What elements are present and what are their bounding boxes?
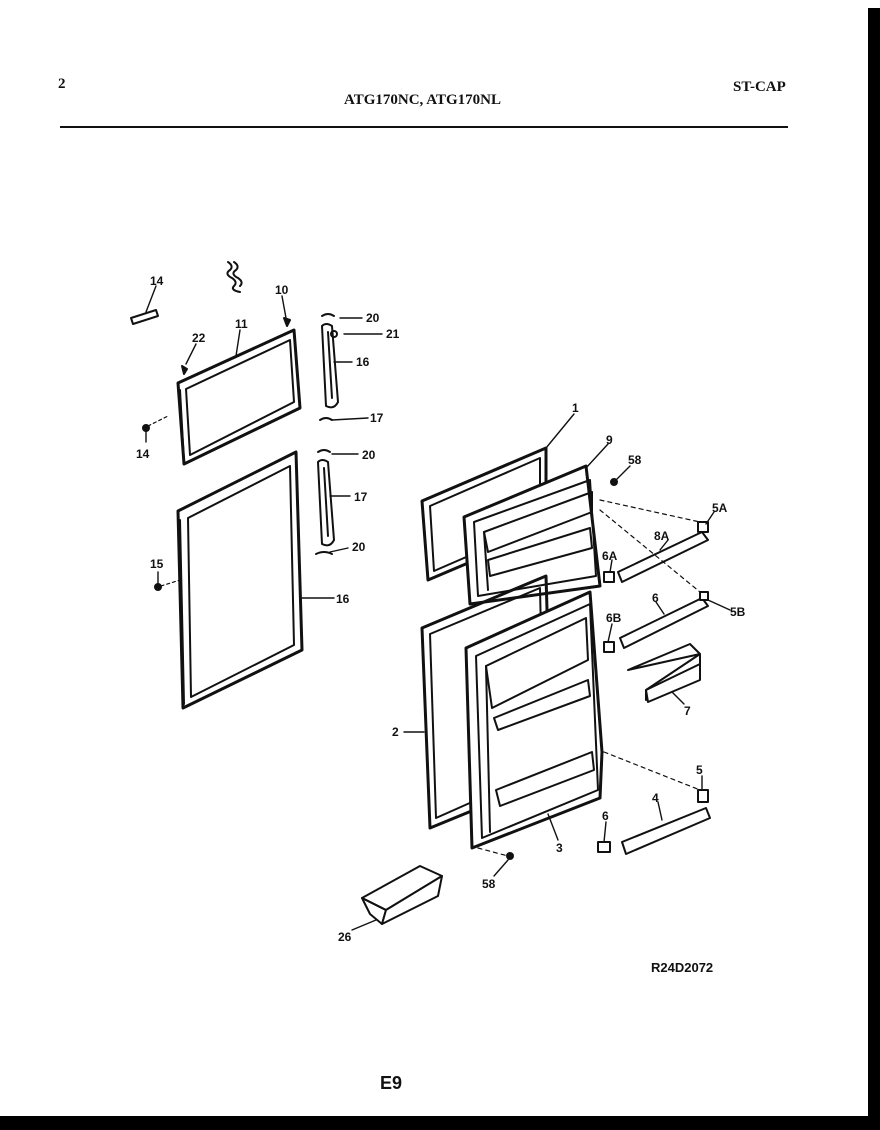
callout-14-upper: 14 bbox=[136, 447, 150, 461]
callout-14-lower: 15 bbox=[150, 557, 164, 571]
callout-5: 5 bbox=[696, 763, 703, 777]
callout-2: 2 bbox=[392, 725, 399, 739]
part-6A-end-cap bbox=[603, 571, 615, 583]
part-6-shelf-bar bbox=[619, 597, 709, 649]
part-58-screw-upper bbox=[610, 478, 618, 486]
callout-26: 26 bbox=[338, 930, 352, 944]
part-3-fresh-food-liner bbox=[464, 590, 604, 850]
callout-16-upper: 16 bbox=[356, 355, 370, 369]
callout-6-shelf: 6 bbox=[652, 591, 659, 605]
header-rule bbox=[60, 126, 788, 128]
callout-12: 14 bbox=[150, 274, 164, 288]
drawing-number: R24D2072 bbox=[651, 960, 714, 975]
callout-3: 3 bbox=[556, 841, 563, 855]
callout-9: 9 bbox=[606, 433, 613, 447]
part-12-bar bbox=[130, 309, 159, 325]
callout-6-cap: 6 bbox=[602, 809, 609, 823]
part-14-screw-lower bbox=[154, 579, 181, 591]
part-11-freezer-gasket bbox=[176, 328, 302, 466]
part-14-screw-upper bbox=[142, 415, 169, 432]
callout-8A: 8A bbox=[654, 529, 670, 543]
callout-15: 16 bbox=[336, 592, 350, 606]
part-22-screw bbox=[181, 365, 188, 375]
part-16-hinge-lower bbox=[315, 449, 335, 555]
callout-4: 4 bbox=[652, 791, 659, 805]
scan-border-bottom bbox=[0, 1116, 880, 1130]
callout-58-top: 58 bbox=[628, 453, 642, 467]
callout-20-upper: 20 bbox=[366, 311, 380, 325]
callout-22: 22 bbox=[192, 331, 206, 345]
part-4-shelf-bar bbox=[621, 807, 711, 855]
part-6B-end-cap bbox=[603, 641, 615, 653]
callout-17-lower: 20 bbox=[352, 540, 366, 554]
part-58-screw-lower bbox=[506, 852, 514, 860]
callout-5B: 5B bbox=[730, 605, 746, 619]
callout-16-lower: 17 bbox=[354, 490, 368, 504]
part-5A-end-cap bbox=[697, 521, 709, 533]
callout-5A: 5A bbox=[712, 501, 728, 515]
callout-1: 1 bbox=[572, 401, 579, 415]
page-number: 2 bbox=[58, 76, 66, 92]
page-code: E9 bbox=[380, 1073, 403, 1093]
part-8A-shelf-bar bbox=[617, 531, 709, 583]
part-26-door-bin bbox=[361, 865, 443, 925]
callout-58-bottom: 58 bbox=[482, 877, 496, 891]
callout-7: 7 bbox=[684, 704, 691, 718]
callout-20-lower: 20 bbox=[362, 448, 376, 462]
leader-lines bbox=[145, 285, 731, 931]
callout-labels: 14 10 11 22 14 15 16 20 21 16 17 20 17 2… bbox=[136, 274, 746, 944]
part-5-end-cap bbox=[697, 789, 709, 803]
brand-code: ST-CAP bbox=[733, 79, 786, 95]
part-6-end-cap bbox=[597, 841, 611, 853]
part-16-hinge-upper bbox=[319, 313, 339, 421]
part-10-screw bbox=[283, 317, 291, 327]
callout-6A: 6A bbox=[602, 549, 618, 563]
alignment-lines bbox=[477, 499, 701, 857]
part-5B-end-cap bbox=[699, 591, 709, 601]
callout-21: 21 bbox=[386, 327, 400, 341]
callout-17-upper: 17 bbox=[370, 411, 384, 425]
callout-11: 11 bbox=[235, 317, 248, 331]
callout-10: 10 bbox=[275, 283, 289, 297]
part-15-fresh-food-gasket bbox=[176, 450, 304, 710]
scan-border-right bbox=[868, 8, 880, 1130]
loose-hardware-coil bbox=[226, 261, 243, 293]
callout-6B: 6B bbox=[606, 611, 622, 625]
part-7-dairy-compartment bbox=[627, 643, 701, 703]
model-numbers: ATG170NC, ATG170NL bbox=[344, 92, 501, 108]
part-9-freezer-liner bbox=[462, 464, 602, 606]
